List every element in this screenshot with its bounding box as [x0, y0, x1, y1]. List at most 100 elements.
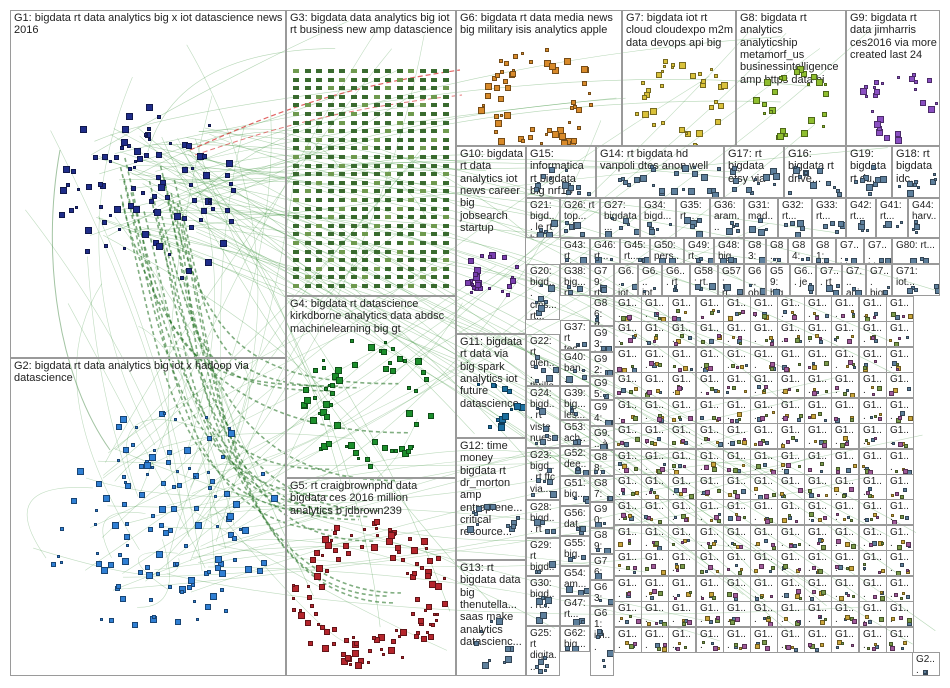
vertex [373, 146, 380, 151]
vertex [442, 103, 449, 108]
vertex [84, 226, 92, 234]
vertex [385, 215, 391, 220]
vertex [177, 483, 183, 489]
vertex [602, 659, 606, 663]
vertex [125, 113, 133, 121]
vertex [549, 167, 556, 174]
vertex [316, 215, 322, 220]
group-small: G1... [696, 550, 724, 576]
vertex [710, 68, 714, 72]
group-small: G1... [777, 296, 805, 322]
group-small: G1... [804, 627, 832, 653]
vertex [631, 492, 636, 497]
vertex [385, 163, 391, 168]
vertex [753, 96, 761, 104]
vertex [660, 570, 666, 575]
vertex [676, 309, 681, 314]
group-small: G1... [804, 398, 832, 424]
vertex [335, 556, 341, 562]
vertex [659, 466, 665, 472]
vertex [316, 155, 322, 159]
vertex [442, 215, 449, 220]
vertex [510, 277, 517, 284]
vertex [108, 160, 112, 164]
vertex [900, 220, 904, 224]
vertex [396, 215, 403, 220]
vertex [575, 466, 580, 471]
vertex [441, 601, 448, 608]
group-small: G1... [696, 627, 724, 653]
vertex [908, 314, 913, 320]
vertex [728, 516, 734, 522]
group-label: G86: rt [594, 298, 608, 326]
vertex [413, 388, 418, 393]
edge [220, 125, 245, 454]
vertex [674, 341, 679, 346]
vertex [671, 463, 676, 468]
vertex [364, 457, 370, 463]
vertex [396, 550, 401, 555]
vertex [815, 647, 820, 652]
group-g8x: G8... big [766, 238, 788, 264]
vertex [385, 112, 391, 116]
vertex [633, 386, 638, 391]
vertex [656, 389, 661, 394]
vertex [350, 146, 357, 151]
group-small: G1... [641, 474, 669, 500]
vertex [809, 644, 815, 650]
vertex [824, 83, 828, 87]
vertex [500, 114, 504, 118]
vertex [636, 619, 641, 625]
vertex [362, 528, 366, 532]
vertex [705, 490, 711, 496]
vertex [621, 388, 627, 394]
vertex [431, 284, 437, 288]
vertex [314, 573, 322, 581]
vertex [303, 396, 311, 404]
group-small: G1... [614, 423, 642, 449]
vertex [122, 474, 127, 479]
vertex [563, 57, 571, 65]
vertex [396, 163, 403, 168]
vertex [420, 565, 425, 570]
vertex [911, 72, 916, 77]
vertex [708, 339, 714, 345]
vertex [730, 441, 736, 447]
vertex [737, 468, 742, 473]
vertex [191, 166, 195, 170]
vertex [818, 411, 823, 416]
vertex [477, 383, 481, 387]
vertex [860, 177, 866, 183]
vertex [753, 568, 758, 573]
vertex [780, 443, 785, 448]
edge [209, 133, 565, 222]
vertex [71, 497, 78, 504]
vertex [845, 364, 849, 368]
group-small: G1... [750, 423, 778, 449]
vertex [340, 652, 346, 658]
vertex [596, 548, 601, 552]
vertex [825, 314, 830, 319]
vertex [419, 180, 426, 185]
vertex [168, 142, 172, 146]
group-small: G1... [723, 576, 751, 602]
vertex [731, 364, 736, 369]
vertex [384, 341, 388, 345]
vertex [649, 165, 654, 170]
vertex [678, 416, 682, 420]
vertex [367, 343, 375, 351]
vertex [362, 112, 368, 116]
edge [231, 490, 705, 621]
group-g49: G49: rt... [684, 238, 714, 264]
vertex [796, 389, 800, 393]
vertex [905, 335, 909, 339]
vertex [875, 176, 882, 183]
vertex [656, 416, 662, 422]
vertex [339, 180, 345, 185]
vertex [507, 284, 513, 290]
vertex [539, 519, 545, 525]
edge [150, 197, 382, 512]
vertex [790, 221, 796, 227]
vertex [327, 163, 334, 168]
vertex [835, 230, 840, 235]
